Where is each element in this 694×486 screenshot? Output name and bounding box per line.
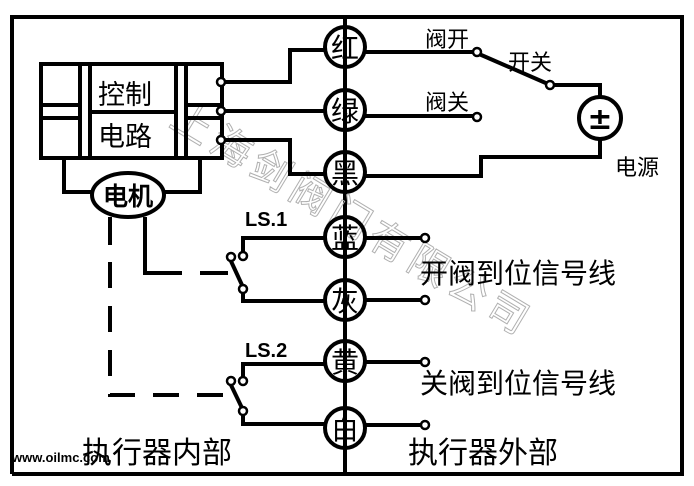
frame xyxy=(10,15,684,476)
outside-label: 执行器外部 xyxy=(408,436,558,471)
valve-open-terminal xyxy=(471,46,483,58)
switch-label: 开关 xyxy=(508,51,552,76)
wire-black: 黑 xyxy=(323,150,367,194)
inside-label: 执行器内部 xyxy=(82,436,232,471)
power-symbol: ± xyxy=(587,102,612,137)
wire-color-label: 蓝 xyxy=(331,222,359,255)
wire-green: 绿 xyxy=(323,88,367,132)
ls1-contact xyxy=(237,250,249,262)
motor-label: 电机 xyxy=(103,182,153,211)
valve-open-label: 阀开 xyxy=(425,28,469,53)
ls2-contact xyxy=(225,375,237,387)
wire-yellow: 黄 xyxy=(323,339,367,383)
wire-color-label: 黑 xyxy=(331,157,359,190)
power-switch-blade xyxy=(478,52,549,86)
valve-close-label: 阀关 xyxy=(425,91,469,116)
wire-color-label: 红 xyxy=(331,32,359,65)
ls2-contact xyxy=(237,375,249,387)
terminal xyxy=(215,105,227,117)
wire-color-label: 灰 xyxy=(331,285,359,318)
motor xyxy=(90,171,166,219)
website-label: www.oilmc.com xyxy=(11,450,110,465)
close-signal-label: 关阀到位信号线 xyxy=(420,367,616,400)
control-label: 控制 xyxy=(98,80,152,111)
signal-terminal xyxy=(419,419,431,431)
ls2-label: LS.2 xyxy=(245,340,287,362)
wire-blue: 蓝 xyxy=(323,215,367,259)
wire-red: 红 xyxy=(323,25,367,69)
power-label: 电源 xyxy=(615,156,659,181)
circuit-label: 电路 xyxy=(98,122,152,153)
valve-close-terminal xyxy=(471,111,483,123)
terminal xyxy=(215,76,227,88)
open-signal-label: 开阀到位信号线 xyxy=(420,257,616,290)
signal-terminal xyxy=(419,294,431,306)
signal-terminal xyxy=(419,232,431,244)
signal-terminal xyxy=(419,356,431,368)
wire-color-label: 白 xyxy=(331,413,359,446)
wire-color-label: 黄 xyxy=(331,346,359,379)
wire-color-label: 绿 xyxy=(331,95,359,128)
ls1-contact xyxy=(225,251,237,263)
ls1-label: LS.1 xyxy=(245,209,287,231)
ls1-contact xyxy=(237,283,249,295)
switch-terminal xyxy=(544,79,556,91)
wire-white: 白 xyxy=(323,406,367,450)
power-source-icon xyxy=(577,95,623,141)
wire-gray: 灰 xyxy=(323,278,367,322)
ls2-contact xyxy=(237,405,249,417)
terminal xyxy=(215,134,227,146)
